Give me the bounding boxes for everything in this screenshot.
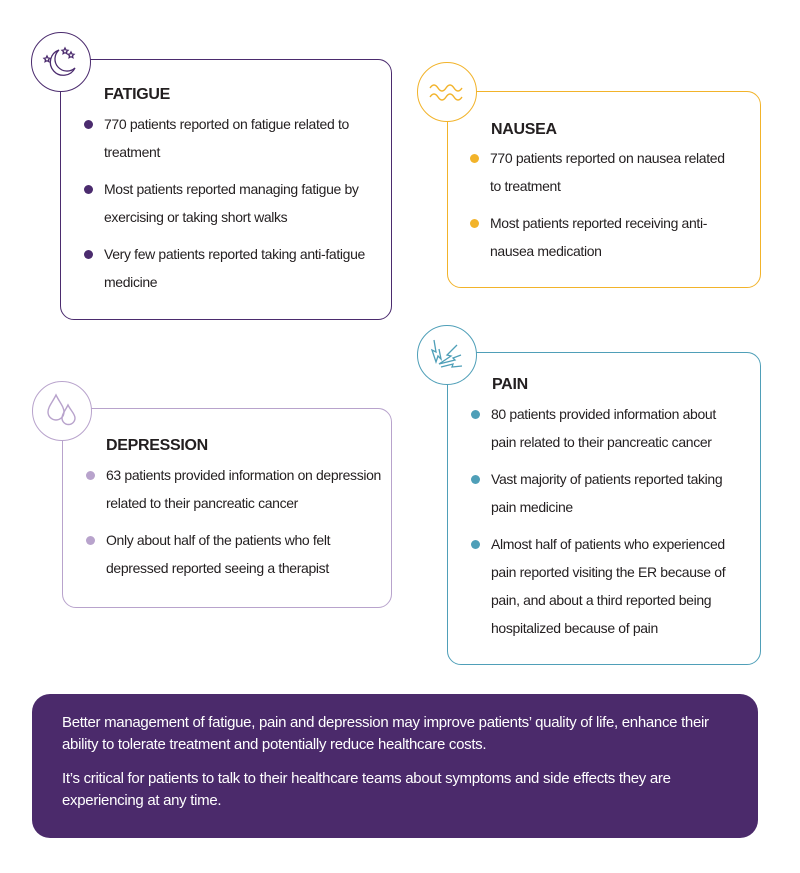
list-item-text: 770 patients reported on fatigue related…	[104, 116, 349, 160]
moon-stars-icon	[31, 32, 91, 92]
list-item: 770 patients reported on fatigue related…	[82, 110, 382, 166]
list-item: Most patients reported receiving anti-na…	[468, 209, 738, 265]
nausea-card	[447, 91, 761, 288]
bullet-icon	[470, 154, 479, 163]
list-item-text: Only about half of the patients who felt…	[106, 532, 331, 576]
depression-title: DEPRESSION	[106, 437, 208, 454]
list-item-text: 770 patients reported on nausea related …	[490, 150, 725, 194]
bullet-icon	[86, 536, 95, 545]
summary-banner: Better management of fatigue, pain and d…	[32, 694, 758, 838]
summary-paragraph: It’s critical for patients to talk to th…	[62, 770, 671, 809]
fatigue-title: FATIGUE	[104, 86, 171, 103]
list-item-text: Very few patients reported taking anti-f…	[104, 246, 365, 290]
bullet-icon	[86, 471, 95, 480]
list-item: 80 patients provided information about p…	[469, 400, 744, 456]
list-item-text: Most patients reported managing fatigue …	[104, 181, 359, 225]
list-item-text: Vast majority of patients reported takin…	[491, 471, 723, 515]
list-item-text: Most patients reported receiving anti-na…	[490, 215, 708, 259]
bullet-icon	[471, 475, 480, 484]
bullet-icon	[84, 250, 93, 259]
bullet-icon	[84, 185, 93, 194]
bullet-icon	[471, 540, 480, 549]
list-item: Most patients reported managing fatigue …	[82, 175, 382, 231]
list-item: Almost half of patients who experienced …	[469, 530, 744, 642]
bullet-icon	[470, 219, 479, 228]
nausea-title: NAUSEA	[491, 121, 557, 138]
list-item: 770 patients reported on nausea related …	[468, 144, 738, 200]
fatigue-list: 770 patients reported on fatigue related…	[82, 110, 382, 305]
summary-paragraph: Better management of fatigue, pain and d…	[62, 714, 709, 753]
fatigue-card	[60, 59, 392, 320]
tears-icon	[32, 381, 92, 441]
bullet-icon	[84, 120, 93, 129]
wave-icon	[417, 62, 477, 122]
depression-card	[62, 408, 392, 608]
list-item-text: Almost half of patients who experienced …	[491, 536, 726, 636]
list-item: 63 patients provided information on depr…	[84, 461, 384, 517]
nausea-list: 770 patients reported on nausea related …	[468, 144, 738, 274]
list-item: Vast majority of patients reported takin…	[469, 465, 744, 521]
pain-card	[447, 352, 761, 665]
pain-title: PAIN	[492, 376, 528, 393]
list-item: Only about half of the patients who felt…	[84, 526, 384, 582]
pain-list: 80 patients provided information about p…	[469, 400, 744, 651]
depression-list: 63 patients provided information on depr…	[84, 461, 384, 591]
list-item-text: 80 patients provided information about p…	[491, 406, 716, 450]
list-item: Very few patients reported taking anti-f…	[82, 240, 382, 296]
bullet-icon	[471, 410, 480, 419]
list-item-text: 63 patients provided information on depr…	[106, 467, 381, 511]
lightning-icon	[417, 325, 477, 385]
